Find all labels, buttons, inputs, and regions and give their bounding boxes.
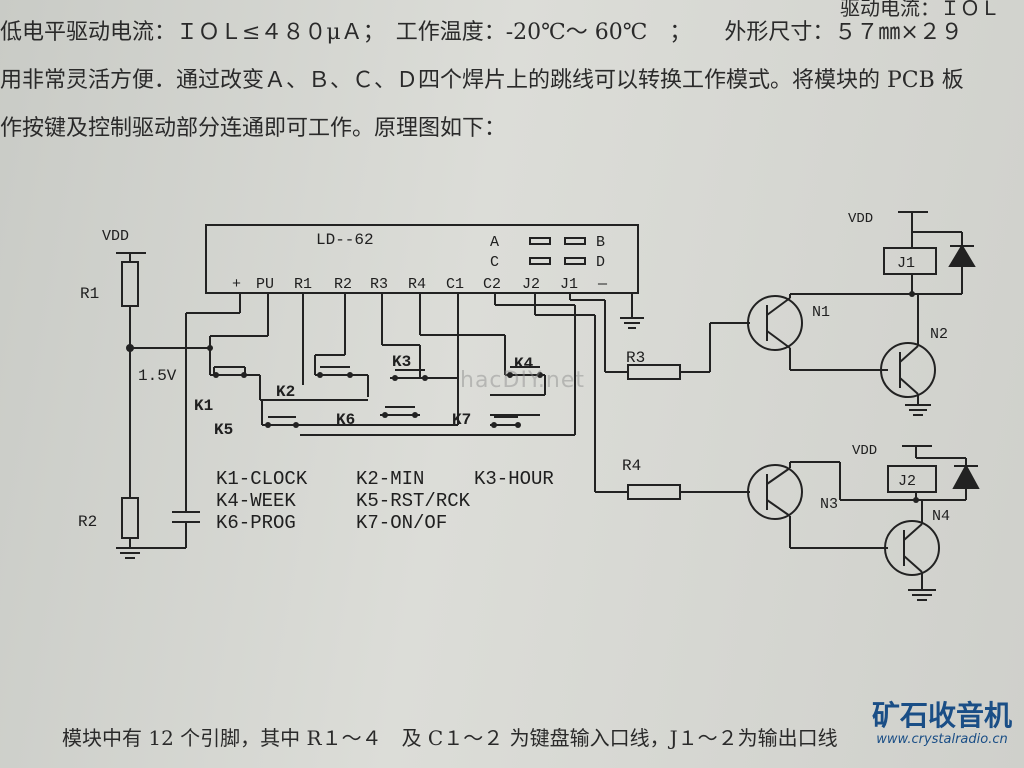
k4-label: K4 — [514, 355, 534, 373]
jumper-c: C — [490, 254, 499, 271]
r4-resistor — [627, 484, 681, 500]
r1-resistor — [121, 261, 139, 307]
pin-r3: R3 — [370, 276, 388, 293]
voltage-label: 1.5V — [138, 367, 177, 385]
legend-k1: K1-CLOCK — [216, 468, 308, 490]
text-line-bottom: 模块中有 12 个引脚，其中 R１～４ 及 C１～２ 为键盘输入口线，J１～２为… — [62, 726, 838, 750]
text-line-2: 用非常灵活方便．通过改变Ａ、Ｂ、Ｃ、Ｄ四个焊片上的跳线可以转换工作模式。将模块的… — [0, 68, 964, 93]
n1-transistor — [747, 295, 803, 351]
relay-j2 — [887, 465, 937, 493]
module-label: LD--62 — [316, 231, 374, 249]
k7-label: K7 — [452, 411, 471, 429]
pin-r2: R2 — [334, 276, 352, 293]
n4-label: N4 — [932, 508, 950, 525]
legend-k6: K6-PROG — [216, 512, 296, 534]
overlay-watermark: hacDIY.net — [460, 368, 586, 393]
n3-label: N3 — [820, 496, 838, 513]
n2-label: N2 — [930, 326, 948, 343]
k3-label: K3 — [392, 353, 411, 371]
pin-j1: J1 — [560, 276, 578, 293]
r3-label: R3 — [626, 349, 645, 367]
legend-k7: K7-ON/OF — [356, 512, 447, 534]
legend-k2: K2-MIN — [356, 468, 424, 490]
vdd-top-right: VDD — [848, 211, 873, 227]
jumper-b: B — [596, 234, 605, 251]
relay-j1-label: J1 — [897, 255, 915, 272]
k6-label: K6 — [336, 411, 355, 429]
watermark-url: www.crystalradio.cn — [876, 732, 1008, 747]
pin-minus: — — [597, 276, 608, 293]
pin-j2: J2 — [522, 276, 540, 293]
site-watermark: 矿石收音机 www.crystalradio.cn — [860, 699, 1024, 748]
n4-transistor — [884, 520, 940, 576]
r1-label: R1 — [80, 285, 99, 303]
k5-label: K5 — [214, 421, 233, 439]
pin-c1: C1 — [446, 276, 464, 293]
legend-k3: K3-HOUR — [474, 468, 554, 490]
legend-k4: K4-WEEK — [216, 490, 296, 512]
text-line-3: 作按键及控制驱动部分连通即可工作。原理图如下： — [0, 116, 507, 141]
relay-j1 — [883, 247, 937, 275]
pin-plus: + — [232, 276, 241, 293]
k2-label: K2 — [276, 383, 295, 401]
n1-label: N1 — [812, 304, 830, 321]
module-box — [205, 224, 639, 294]
vdd-bottom-right: VDD — [852, 443, 877, 459]
n2-transistor — [880, 342, 936, 398]
jumper-d: D — [596, 254, 605, 271]
n3-transistor — [747, 464, 803, 520]
text-line-1: 低电平驱动电流：ＩＯＬ≤４８０μＡ； 工作温度：-20℃～ 60℃ ； 外形尺寸… — [0, 20, 963, 45]
r4-label: R4 — [622, 457, 641, 475]
r2-resistor — [121, 497, 139, 539]
relay-j2-label: J2 — [898, 473, 916, 490]
legend-k5: K5-RST/RCK — [356, 490, 471, 512]
jumper-a: A — [490, 234, 499, 251]
pin-c2: C2 — [483, 276, 501, 293]
vdd-left: VDD — [102, 228, 129, 245]
r3-resistor — [627, 364, 681, 380]
pin-r4: R4 — [408, 276, 426, 293]
r2-label: R2 — [78, 513, 97, 531]
watermark-brand: 矿石收音机 — [871, 699, 1012, 732]
text-line-1-top-right: 驱动电流：ＩＯＬ — [840, 0, 1000, 20]
pin-pu: PU — [256, 276, 274, 293]
pin-r1: R1 — [294, 276, 312, 293]
k1-label: K1 — [194, 397, 213, 415]
